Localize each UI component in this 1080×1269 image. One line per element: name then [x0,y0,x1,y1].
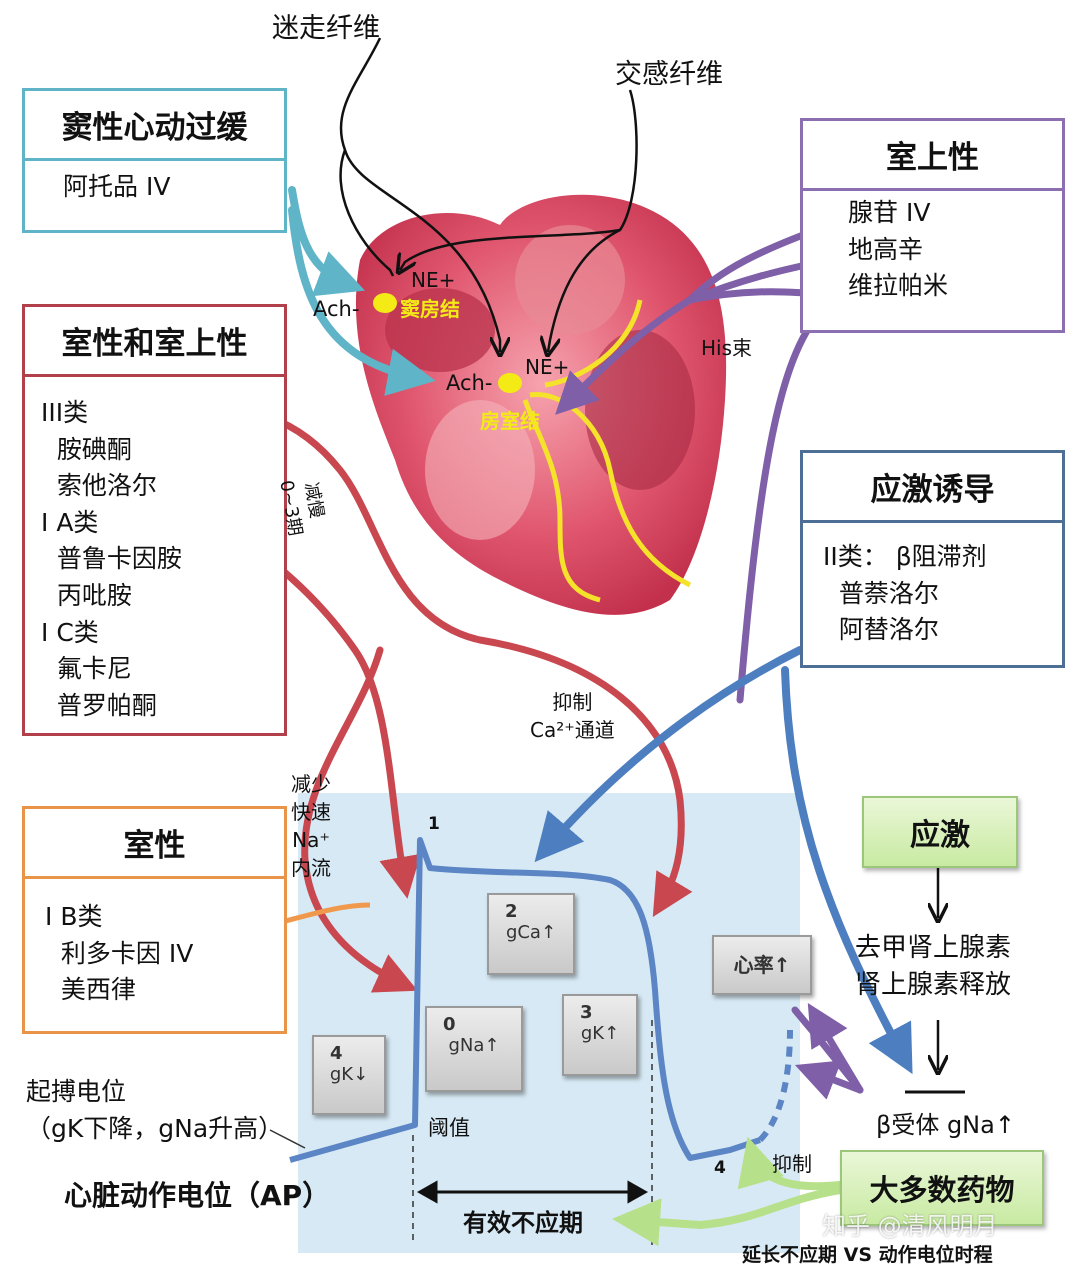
stress-chain-arrows [905,868,965,1094]
phase-number: 4 [330,1043,343,1064]
drug-item: 地高辛 [848,234,924,264]
sinus-brady-box: 窦性心动过缓 阿托品 IV [22,88,287,233]
phase-number: 2 [505,901,518,922]
stress-induced-box: 应激诱导 II类： β阻滞剂 普萘洛尔 阿替洛尔 [800,450,1065,668]
phase-conductance: gK↓ [329,1064,369,1085]
drug-item: 普鲁卡因胺 [41,544,182,574]
phase-number: 3 [580,1002,593,1023]
ventricular-items: I B类 利多卡因 IV 美西律 [25,879,284,1009]
stress-text: 应激 [910,818,970,853]
ne-sa-label: NE+ [411,268,456,292]
drug-item: 阿托品 IV [63,172,171,201]
receptor-label: β受体 gNa↑ [876,1111,1015,1139]
drug-item: 腺苷 IV [848,198,931,227]
phase-0-box: 0 gNa↑ [425,1006,523,1092]
purple-arrows [555,221,864,1100]
drug-item: 普罗帕酮 [41,690,157,720]
footer-label: 延长不应期 VS 动作电位时程 [742,1244,993,1266]
drug-class: II类： β阻滞剂 [823,542,987,571]
sa-node-label: 窦房结 [400,297,460,321]
threshold-label: 阈值 [428,1116,470,1140]
blue-arrows [534,646,913,1075]
drug-item: 美西律 [45,975,136,1004]
vagus-label: 迷走纤维 [272,13,380,44]
phase-conductance: gNa↑ [448,1035,500,1056]
pacemaker-label: 起搏电位 （gK下降，gNa升高） [26,1073,283,1147]
phase4-label: 4 [714,1158,726,1178]
release-label: 去甲肾上腺素 肾上腺素释放 [855,930,1011,1004]
inhibit-label: 抑制 [772,1152,812,1176]
drug-item: 普萘洛尔 [823,578,939,608]
ventricular-box: 室性 I B类 利多卡因 IV 美西律 [22,806,287,1034]
na-text: Na⁺ [292,828,330,852]
ach-av-label: Ach- [446,371,493,395]
reduce-na-label: 减少 快速 Na⁺ 内流 [291,770,331,882]
ventricular-supra-title: 室性和室上性 [25,307,284,377]
ap-peak-label: 1 [428,814,440,834]
drug-class: I B类 [45,902,103,931]
phase-conductance: gK↑ [580,1023,620,1044]
phase-2-box: 2 gCa↑ [487,893,575,975]
drug-class: I C类 [41,617,99,647]
release-line-1: 去甲肾上腺素 [855,933,1012,963]
ne-av-label: NE+ [525,355,570,379]
teal-arrows [288,186,436,396]
supraventricular-items: 腺苷 IV 地高辛 维拉帕米 [803,191,1062,305]
fast-text: 快速 [291,800,331,824]
stress-induced-title: 应激诱导 [803,453,1062,523]
pacemaker-leader [269,1129,306,1149]
drug-item: 丙吡胺 [41,580,132,610]
ventricular-title: 室性 [25,809,284,879]
phase-3-box: 3 gK↑ [562,994,638,1076]
pacemaker-title: 起搏电位 [26,1077,127,1106]
drug-item: 利多卡因 IV [45,938,194,968]
drug-item: 索他洛尔 [41,471,157,501]
his-bundle-label: His束 [701,336,753,360]
av-node-label: 房室结 [480,409,540,433]
release-line-2: 肾上腺素释放 [855,970,1012,1000]
supraventricular-box: 室上性 腺苷 IV 地高辛 维拉帕米 [800,118,1065,333]
green-arrows [612,1136,844,1247]
phase-conductance: gCa↑ [505,922,557,943]
phase-4-box: 4 gK↓ [312,1035,386,1115]
inhibit-ca-label: 抑制 Ca²⁺通道 [530,688,615,744]
nerve-lines [339,37,638,352]
sympathetic-label: 交感纤维 [615,59,723,90]
supraventricular-title: 室上性 [803,121,1062,191]
phase-number: 0 [443,1014,456,1035]
ach-sa-label: Ach- [313,297,360,321]
stress-induced-items: II类： β阻滞剂 普萘洛尔 阿替洛尔 [803,523,1062,649]
ap-title: 心脏动作电位（AP） [64,1179,331,1212]
sinus-brady-items: 阿托品 IV [25,161,284,206]
erp-arrow [416,1180,649,1204]
ventricular-supra-items: III类 胺碘酮 索他洛尔 I A类 普鲁卡因胺 丙吡胺 I C类 氟卡尼 普罗… [25,377,284,724]
sinus-brady-title: 窦性心动过缓 [25,91,284,161]
drug-class: I A类 [41,507,99,537]
inhibit-text: 抑制 [552,690,593,714]
drug-item: 氟卡尼 [41,654,132,684]
ca-channel-text: Ca²⁺通道 [530,718,615,742]
ap-curve [289,837,793,1163]
drug-item: 维拉帕米 [848,271,949,300]
heart-rate-box: 心率↑ [712,935,812,995]
watermark: 知乎 @清风明月 [822,1212,998,1240]
drug-class: III类 [41,398,89,427]
reduce-text: 减少 [291,772,331,796]
drug-item: 胺碘酮 [41,434,132,464]
drug-item: 阿替洛尔 [823,615,939,644]
erp-label: 有效不应期 [463,1209,583,1237]
pacemaker-detail: （gK下降，gNa升高） [26,1114,284,1143]
heart-illustration [355,194,727,615]
heart-rate-text: 心率↑ [733,953,791,977]
stress-box: 应激 [862,796,1018,868]
influx-text: 内流 [291,856,331,880]
most-drugs-text: 大多数药物 [869,1173,1015,1207]
most-drugs-box: 大多数药物 [840,1150,1044,1226]
ventricular-supra-box: 室性和室上性 III类 胺碘酮 索他洛尔 I A类 普鲁卡因胺 丙吡胺 I C类… [22,304,287,736]
